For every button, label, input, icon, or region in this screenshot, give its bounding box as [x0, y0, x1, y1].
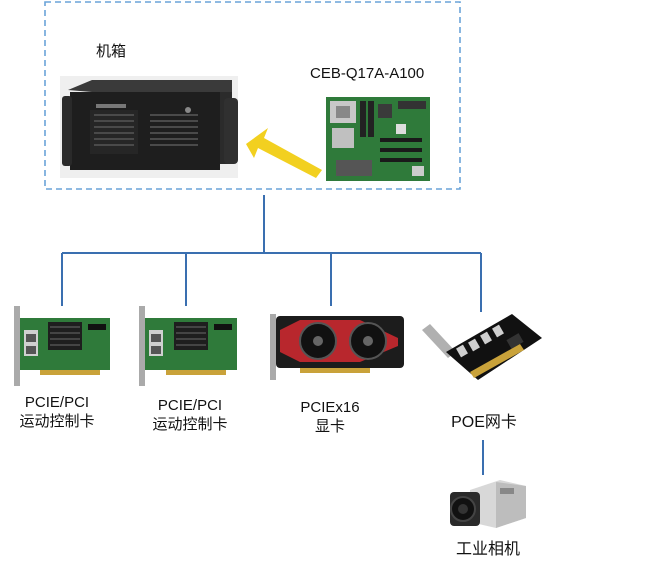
yellow-arrow — [246, 128, 322, 178]
motion-card-2-image — [139, 306, 237, 386]
industrial-camera-image — [450, 480, 526, 528]
card-1-line2: 运动控制卡 — [19, 413, 95, 430]
camera-label: 工业相机 — [455, 541, 520, 558]
graphics-card-image — [270, 314, 404, 380]
card-3-line2: 显卡 — [314, 418, 345, 435]
card-3-line1: PCIEx16 — [300, 399, 360, 416]
connector-lines — [61, 195, 484, 475]
group-dashed-border — [44, 1, 461, 190]
card-1-caption: PCIE/PCI 运动控制卡 — [0, 393, 114, 431]
card-2-line1: PCIE/PCI — [157, 397, 223, 414]
card-3-caption: PCIEx16 显卡 — [278, 398, 382, 436]
card-4-line1: POE网卡 — [451, 414, 517, 431]
board-label: CEB-Q17A-A100 — [310, 65, 425, 82]
chassis-image — [60, 76, 238, 178]
chassis-label: 机箱 — [96, 43, 127, 60]
motion-card-1-image — [14, 306, 110, 386]
card-2-caption: PCIE/PCI 运动控制卡 — [133, 396, 247, 434]
card-1-line1: PCIE/PCI — [24, 394, 90, 411]
motherboard-image — [326, 97, 430, 181]
poe-card-image — [422, 314, 542, 380]
card-4-caption: POE网卡 — [432, 413, 536, 432]
card-2-line2: 运动控制卡 — [152, 416, 228, 433]
